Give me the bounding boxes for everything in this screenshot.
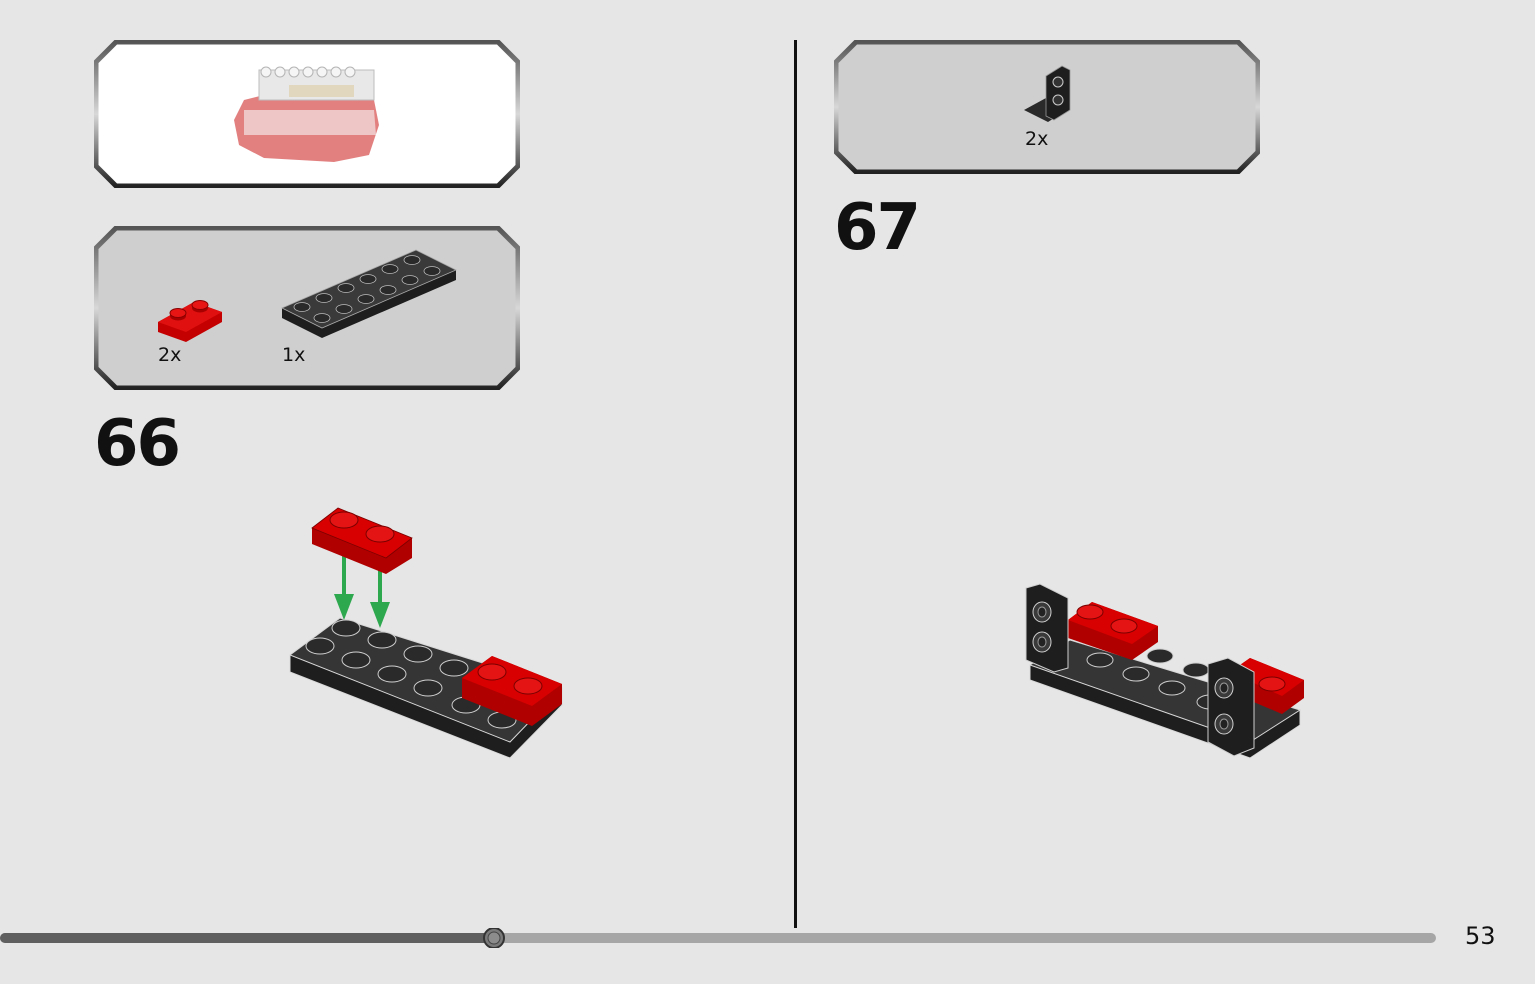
page-number: 53 [1465,922,1496,950]
progress-fill [0,933,494,943]
step-67-build-illustration [1025,583,1304,759]
part-quantity: 2x [158,344,182,366]
black-bracket-icon [1024,65,1071,122]
part-quantity: 1x [282,344,306,366]
bracket-left-icon [1025,583,1069,673]
part-quantity: 2x [1025,128,1049,150]
submodel-overview-callout [94,40,520,188]
green-arrow-icon [334,554,390,628]
progress-bar [0,928,1436,948]
step-66-build-illustration [288,507,563,759]
page-divider [794,40,797,928]
bracket-right-icon [1207,657,1255,757]
black-plate-2x6-icon [281,249,457,338]
step-66-parts-callout: 2x 1x [94,226,520,390]
step-number: 67 [834,191,921,265]
step-number: 66 [94,407,181,481]
red-plate-1x2-icon [158,300,222,342]
car-body-preview-icon [234,66,379,162]
step-67-parts-callout: 2x [834,40,1260,174]
